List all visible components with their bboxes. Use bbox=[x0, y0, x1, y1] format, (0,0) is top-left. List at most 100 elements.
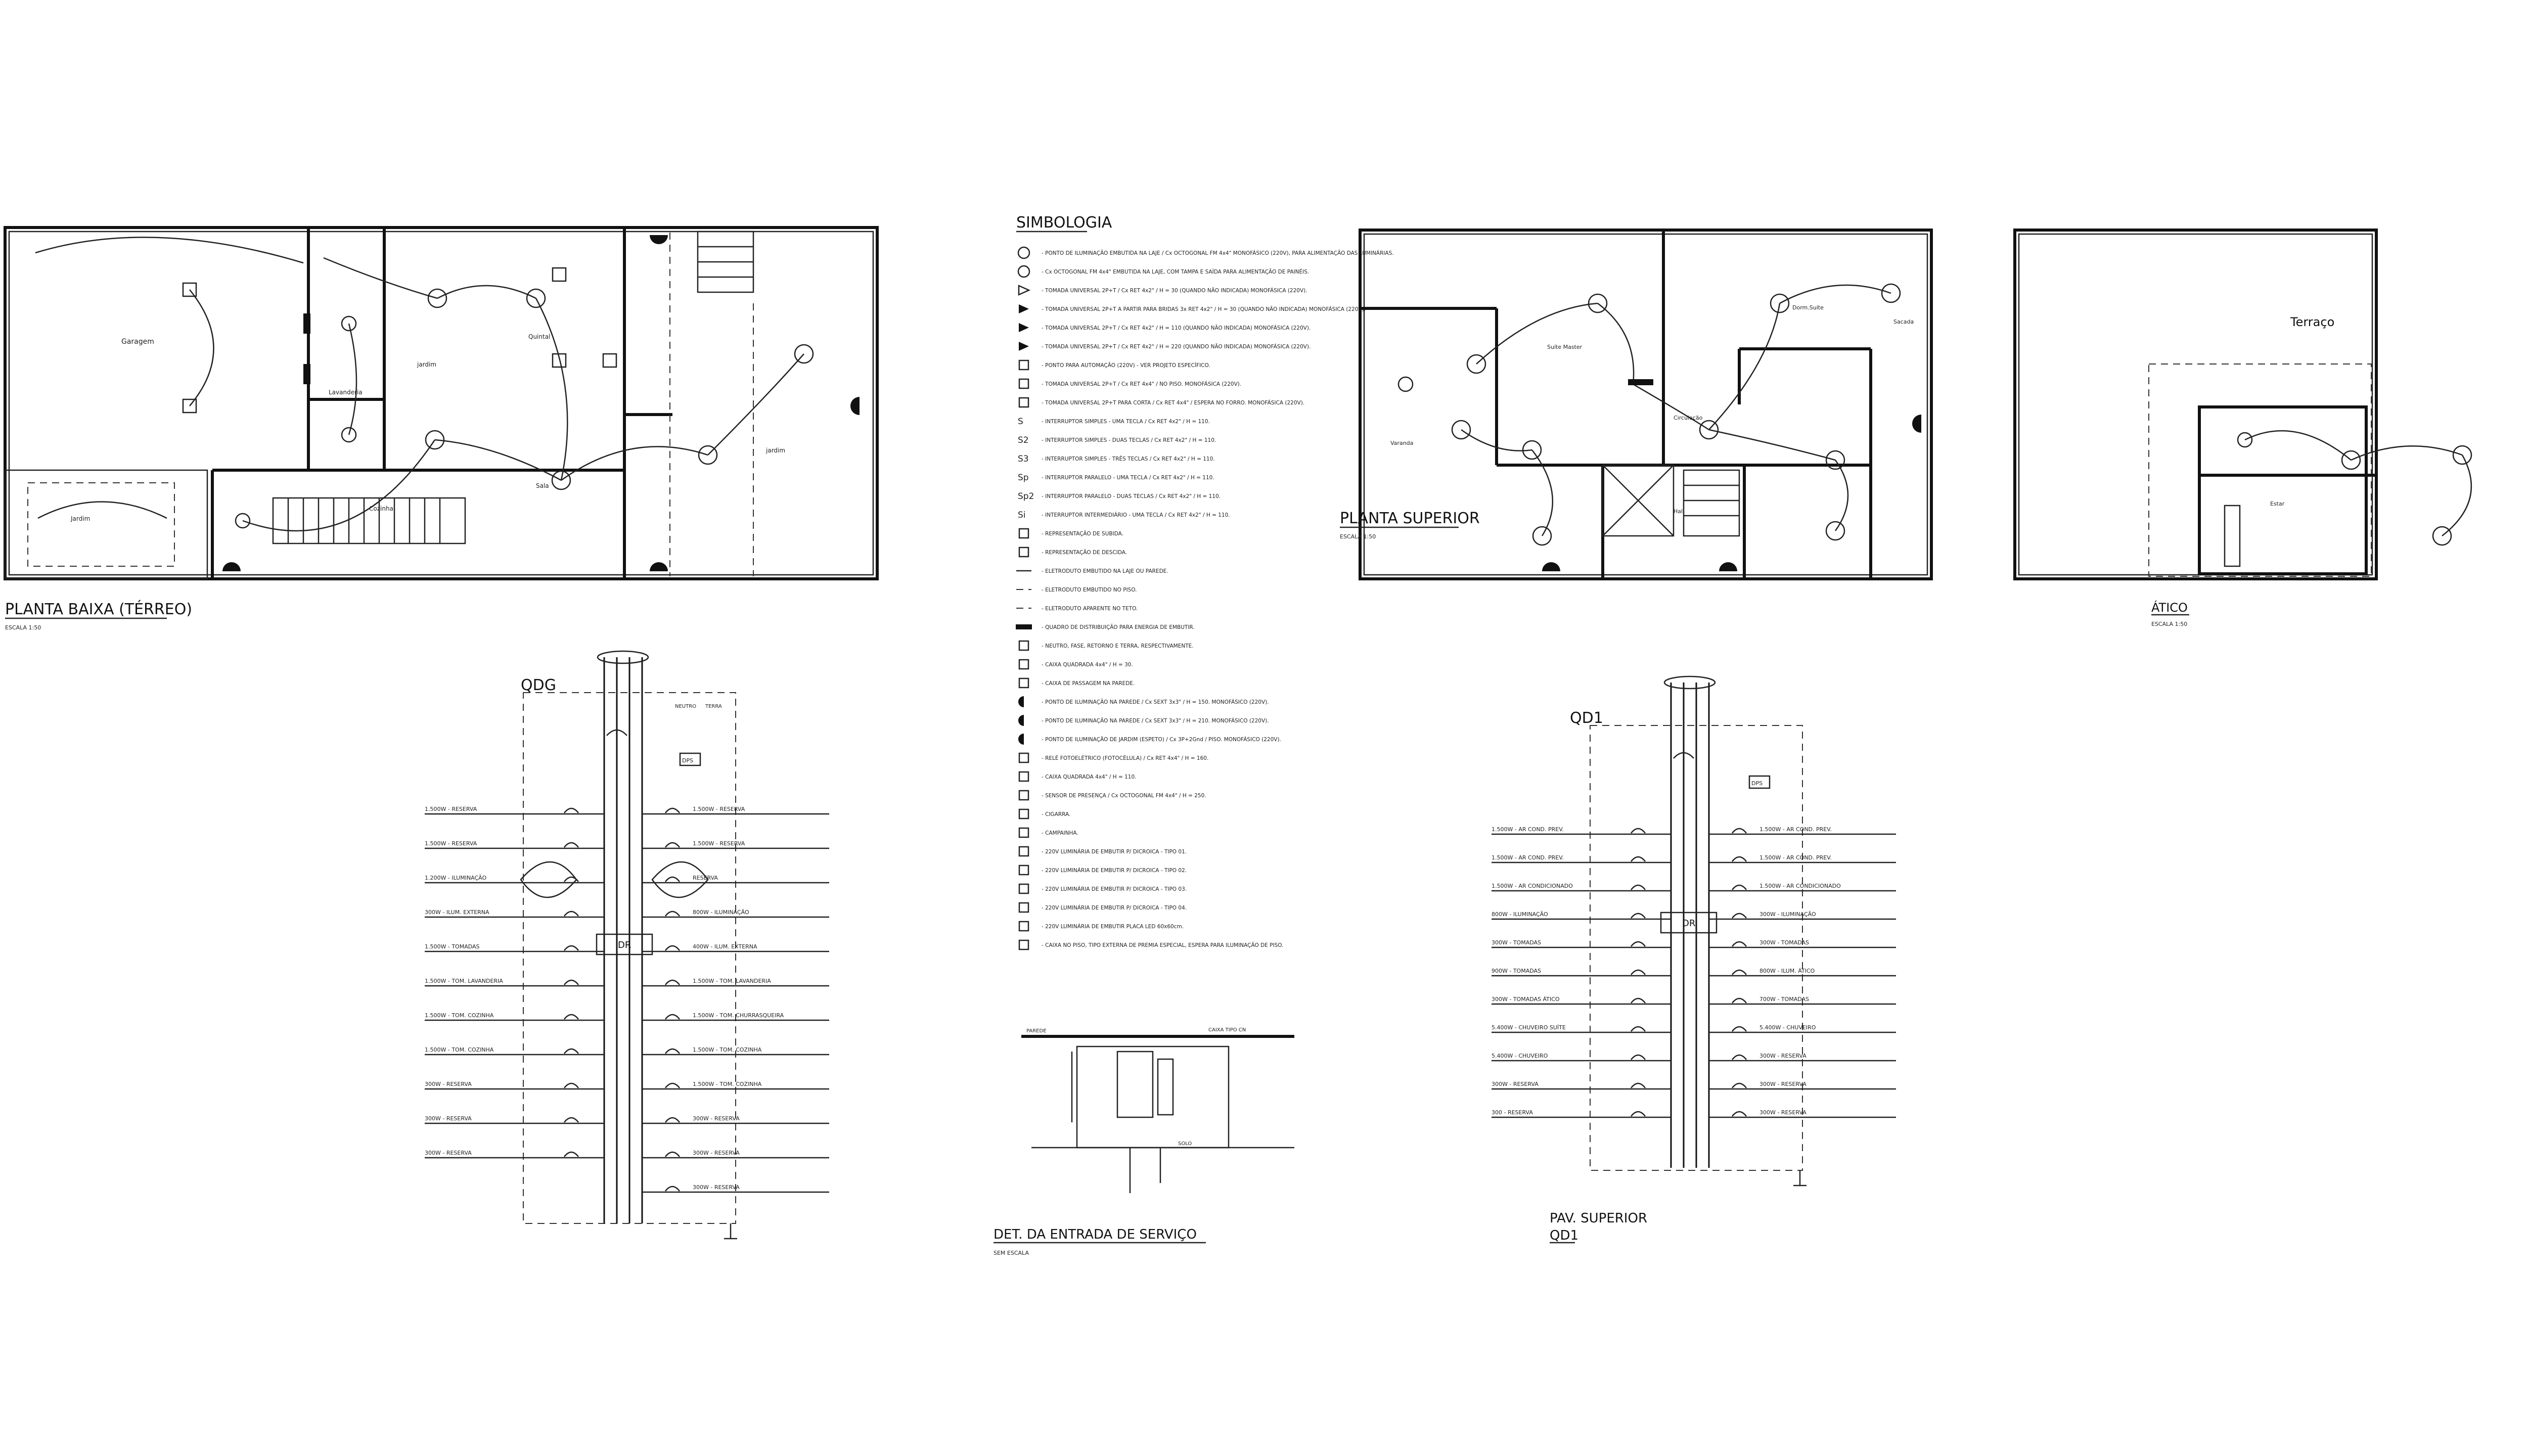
legend-text: - REPRESENTAÇÃO DE DESCIDA. bbox=[1042, 549, 1127, 556]
legend-symbol-icon bbox=[1018, 846, 1029, 857]
room-cozinha: Cozinha bbox=[369, 505, 393, 512]
circuit-left-label: 1.500W - TOMADAS bbox=[425, 943, 480, 950]
legend-symbol-icon bbox=[1018, 939, 1029, 950]
legend-row: - RELÉ FOTOELÉTRICO (FOTOCÉLULA) / Cx RE… bbox=[1018, 752, 1208, 763]
circuit-right-label: 300W - TOMADAS bbox=[1759, 939, 1809, 946]
legend-text: - CAIXA QUADRADA 4x4" / H = 30. bbox=[1042, 662, 1133, 668]
circuit-left-label: 1.500W - RESERVA bbox=[425, 840, 477, 847]
room-circulacao: Circulação bbox=[1674, 415, 1703, 421]
circuit-left-label: 1.500W - AR COND. PREV. bbox=[1492, 854, 1564, 861]
scale-atico: ESCALA 1:50 bbox=[2151, 621, 2187, 627]
circuit-left-label: 300W - RESERVA bbox=[425, 1081, 472, 1087]
legend-text: - ELETRODUTO EMBUTIDO NO PISO. bbox=[1042, 587, 1137, 593]
circuit-right-label: 300W - ILUMINAÇÃO bbox=[1759, 911, 1816, 918]
legend-symbol-icon bbox=[1018, 715, 1024, 726]
legend-symbol-icon bbox=[1018, 752, 1029, 763]
legend-symbol-icon bbox=[1018, 659, 1029, 670]
legend-text: - PONTO DE ILUMINAÇÃO DE JARDIM (ESPETO)… bbox=[1042, 736, 1281, 743]
circuit-right-label: 300W - RESERVA bbox=[693, 1184, 740, 1191]
legend-row: - TOMADA UNIVERSAL 2P+T A PARTIR PARA BR… bbox=[1019, 304, 1366, 313]
title-planta-superior: PLANTA SUPERIOR bbox=[1340, 510, 1480, 527]
legend-symbol-icon bbox=[1018, 883, 1029, 894]
legend-row: - PONTO DE ILUMINAÇÃO DE JARDIM (ESPETO)… bbox=[1018, 734, 1281, 745]
legend-row: - 220V LUMINÁRIA DE EMBUTIR P/ DICROICA … bbox=[1018, 883, 1187, 894]
legend-symbol-icon bbox=[1019, 342, 1029, 351]
circuit-left-label: 300W - RESERVA bbox=[1492, 1081, 1539, 1087]
legend-row: Si - INTERRUPTOR INTERMEDIÁRIO - UMA TECL… bbox=[1018, 510, 1230, 520]
atico-plan: Terraço Estar ÁTICO ESCALA 1:50 bbox=[2013, 229, 2472, 627]
legend-symbol-icon bbox=[1018, 790, 1029, 801]
circuit-left-label: 1.500W - RESERVA bbox=[425, 806, 477, 812]
legend-row: - PONTO PARA AUTOMAÇÃO (220V) - VER PROJ… bbox=[1018, 359, 1210, 371]
circuit-left-label: 300 - RESERVA bbox=[1492, 1109, 1533, 1116]
circuit-left-label: 800W - ILUMINAÇÃO bbox=[1492, 911, 1548, 918]
legend-row: - Cx OCTOGONAL FM 4x4" EMBUTIDA NA LAJE,… bbox=[1017, 265, 1309, 278]
qd1-dr: DR bbox=[1682, 918, 1695, 929]
circuit-right-label: 1.500W - RESERVA bbox=[693, 806, 745, 812]
room-varanda: Varanda bbox=[1390, 440, 1413, 446]
legend-text: - INTERRUPTOR SIMPLES - TRÊS TECLAS / Cx… bbox=[1042, 456, 1215, 462]
legend-text: - INTERRUPTOR INTERMEDIÁRIO - UMA TECLA … bbox=[1042, 512, 1230, 518]
legend-text: - TOMADA UNIVERSAL 2P+T / Cx RET 4x4" / … bbox=[1042, 381, 1241, 387]
legend-text: - 220V LUMINÁRIA DE EMBUTIR P/ DICROICA … bbox=[1042, 848, 1187, 855]
legend-row: - PONTO DE ILUMINAÇÃO NA PAREDE / Cx SEX… bbox=[1018, 715, 1269, 726]
circuit-right-label: 1.500W - AR CONDICIONADO bbox=[1759, 883, 1841, 889]
room-jardim: jardim bbox=[417, 361, 436, 368]
legend-row: - TOMADA UNIVERSAL 2P+T / Cx RET 4x4" / … bbox=[1018, 378, 1241, 389]
legend-row: - 220V LUMINÁRIA DE EMBUTIR P/ DICROICA … bbox=[1018, 864, 1187, 876]
detail-solo: SOLO bbox=[1178, 1141, 1192, 1147]
detail-parede: PAREDE bbox=[1026, 1028, 1047, 1034]
qd1-single-line-diagram: QD1 DPS DR 1.500W - AR COND. PREV.1.500W… bbox=[1492, 675, 1896, 1244]
room-estar: Estar bbox=[2270, 500, 2285, 507]
circuit-left-label: 1.500W - TOM. LAVANDERIA bbox=[425, 978, 503, 984]
stairs-terreo bbox=[272, 231, 754, 544]
room-jardim2: jardim bbox=[765, 447, 785, 454]
legend-row: S2- INTERRUPTOR SIMPLES - DUAS TECLAS / … bbox=[1018, 435, 1216, 445]
circuit-left-label: 300W - TOMADAS bbox=[1492, 939, 1541, 946]
room-sacada: Sacada bbox=[1893, 318, 1914, 325]
legend-symbol-icon: Si bbox=[1018, 510, 1026, 520]
room-suite-master: Suíte Master bbox=[1547, 344, 1583, 350]
legend-row: - 220V LUMINÁRIA DE EMBUTIR P/ DICROICA … bbox=[1018, 902, 1187, 913]
detail-caixa: CAIXA TIPO CN bbox=[1208, 1027, 1246, 1033]
legend-row: - NEUTRO, FASE, RETORNO E TERRA, RESPECT… bbox=[1018, 640, 1194, 651]
circuit-right-label: 300W - RESERVA bbox=[1759, 1053, 1807, 1059]
legend-symbol-icon bbox=[1018, 359, 1029, 371]
circuit-left-label: 300W - ILUM. EXTERNA bbox=[425, 909, 489, 916]
circuit-left-label: 1.500W - AR COND. PREV. bbox=[1492, 826, 1564, 833]
circuit-right-label: 1.500W - TOM. LAVANDERIA bbox=[693, 978, 771, 984]
circuit-left-label: 300W - RESERVA bbox=[425, 1150, 472, 1156]
room-lavanderia: Lavanderia bbox=[329, 389, 363, 396]
legend-text: - REPRESENTAÇÃO DE SUBIDA. bbox=[1042, 530, 1123, 537]
legend-text: - 220V LUMINÁRIA DE EMBUTIR PLACA LED 60… bbox=[1042, 923, 1184, 930]
legend-row: - TOMADA UNIVERSAL 2P+T / Cx RET 4x2" / … bbox=[1018, 285, 1307, 296]
legend-text: - PONTO DE ILUMINAÇÃO NA PAREDE / Cx SEX… bbox=[1042, 699, 1269, 705]
scale-planta-baixa: ESCALA 1:50 bbox=[5, 624, 41, 631]
circuit-right-label: 1.500W - AR COND. PREV. bbox=[1759, 826, 1832, 833]
legend-symbol-icon bbox=[1018, 547, 1029, 558]
legend-row: - 220V LUMINÁRIA DE EMBUTIR P/ DICROICA … bbox=[1018, 846, 1187, 857]
legend-symbol-icon bbox=[1018, 808, 1029, 820]
circuit-right-label: 300W - RESERVA bbox=[1759, 1109, 1807, 1116]
legend-text: - ELETRODUTO APARENTE NO TETO. bbox=[1042, 606, 1138, 612]
title-pav-superior: PAV. SUPERIOR bbox=[1550, 1211, 1647, 1226]
circuit-right-label: 1.500W - TOM. COZINHA bbox=[693, 1081, 762, 1087]
circuit-left-label: 5.400W - CHUVEIRO SUÍTE bbox=[1492, 1024, 1566, 1031]
legend-row: S3 - INTERRUPTOR SIMPLES - TRÊS TECLAS / … bbox=[1018, 454, 1215, 464]
room-hall: Hall bbox=[1674, 508, 1684, 515]
circuit-left-label: 900W - TOMADAS bbox=[1492, 968, 1541, 974]
circuit-right-label: 1.500W - RESERVA bbox=[693, 840, 745, 847]
legend-text: - RELÉ FOTOELÉTRICO (FOTOCÉLULA) / Cx RE… bbox=[1042, 755, 1208, 761]
title-planta-baixa: PLANTA BAIXA (TÉRREO) bbox=[5, 600, 192, 618]
legend-text: - CAIXA NO PISO, TIPO EXTERNA DE PREMIA … bbox=[1042, 942, 1283, 948]
legend-symbol-icon: S3 bbox=[1018, 454, 1029, 464]
legend-row: - QUADRO DE DISTRIBUIÇÃO PARA ENERGIA DE… bbox=[1016, 624, 1195, 630]
legend-text: - PONTO DE ILUMINAÇÃO EMBUTIDA NA LAJE /… bbox=[1042, 250, 1394, 256]
legend-simbologia: SIMBOLOGIA - PONTO DE ILUMINAÇÃO EMBUTID… bbox=[1016, 214, 1394, 950]
circuit-left-label: 1.500W - TOM. COZINHA bbox=[425, 1046, 494, 1053]
room-terraco: Terraço bbox=[2290, 315, 2334, 329]
circuit-right-label: 700W - TOMADAS bbox=[1759, 996, 1809, 1003]
circuit-right-label: RESERVA bbox=[693, 875, 718, 881]
legend-symbol-icon: Sp2 bbox=[1018, 491, 1034, 502]
planta-superior-plan: Suíte Master Dorm.Suíte Circulação Varan… bbox=[1340, 229, 1933, 580]
